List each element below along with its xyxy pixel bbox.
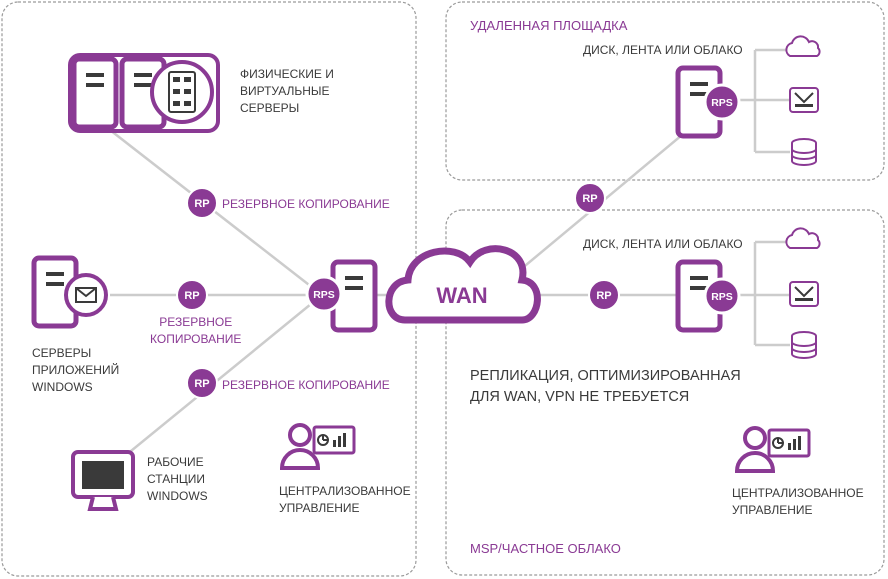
physical-servers-label: ФИЗИЧЕСКИЕ И ВИРТУАЛЬНЫЕ СЕРВЕРЫ xyxy=(240,67,334,115)
rp-badge xyxy=(176,279,208,311)
app-server-icon xyxy=(34,258,108,326)
storage-label-bottom: ДИСК, ЛЕНТА ИЛИ ОБЛАКО xyxy=(583,237,743,251)
workstations-label: РАБОЧИЕ СТАНЦИИ WINDOWS xyxy=(147,455,208,503)
rp-label: RP xyxy=(194,378,209,390)
cloud-icon xyxy=(785,227,821,249)
database-icon xyxy=(791,138,817,166)
wan-cloud-icon xyxy=(385,245,541,324)
rp-label: RP xyxy=(596,290,611,302)
storage-label-top: ДИСК, ЛЕНТА ИЛИ ОБЛАКО xyxy=(583,43,743,57)
rp-badge xyxy=(186,367,218,399)
central-management-label-left: ЦЕНТРАЛИЗОВАННОЕ УПРАВЛЕНИЕ xyxy=(279,484,411,515)
central-management-icon xyxy=(280,423,356,470)
tape-icon xyxy=(789,87,819,113)
rp-badge xyxy=(186,187,218,219)
database-icon xyxy=(791,331,817,359)
msp-cloud-title: MSP/ЧАСТНОЕ ОБЛАКО xyxy=(470,541,621,556)
backup-label-middle: РЕЗЕРВНОЕ КОПИРОВАНИЕ xyxy=(150,315,242,346)
mail-icon xyxy=(75,287,97,298)
msp-cloud-region xyxy=(445,209,885,576)
tape-icon xyxy=(789,281,819,307)
connection-lines xyxy=(109,48,790,461)
rps-label: RPS xyxy=(711,291,733,303)
replication-label: РЕПЛИКАЦИЯ, ОПТИМИЗИРОВАННАЯ ДЛЯ WAN, VP… xyxy=(470,368,741,405)
remote-site-region xyxy=(445,1,885,181)
rp-label: RP xyxy=(184,290,199,302)
wan-label: WAN xyxy=(436,283,487,308)
workstation-icon xyxy=(71,450,135,511)
central-management-icon xyxy=(735,426,811,473)
central-management-label-right: ЦЕНТРАЛИЗОВАННОЕ УПРАВЛЕНИЕ xyxy=(732,486,864,517)
rp-label: RP xyxy=(582,193,597,205)
backup-label-bottom: РЕЗЕРВНОЕ КОПИРОВАНИЕ xyxy=(222,378,390,392)
rp-badge xyxy=(588,279,620,311)
rp-label: RP xyxy=(194,198,209,210)
rps-label: RPS xyxy=(711,97,733,109)
rp-badge xyxy=(574,182,606,214)
app-servers-label: СЕРВЕРЫ ПРИЛОЖЕНИЙ WINDOWS xyxy=(32,346,120,394)
rps-label: RPS xyxy=(313,289,335,301)
remote-site-title: УДАЛЕННАЯ ПЛОЩАДКА xyxy=(470,18,628,33)
physical-virtual-servers-icon xyxy=(68,53,220,133)
backup-label-top: РЕЗЕРВНОЕ КОПИРОВАНИЕ xyxy=(222,197,390,211)
cloud-icon xyxy=(785,35,821,57)
